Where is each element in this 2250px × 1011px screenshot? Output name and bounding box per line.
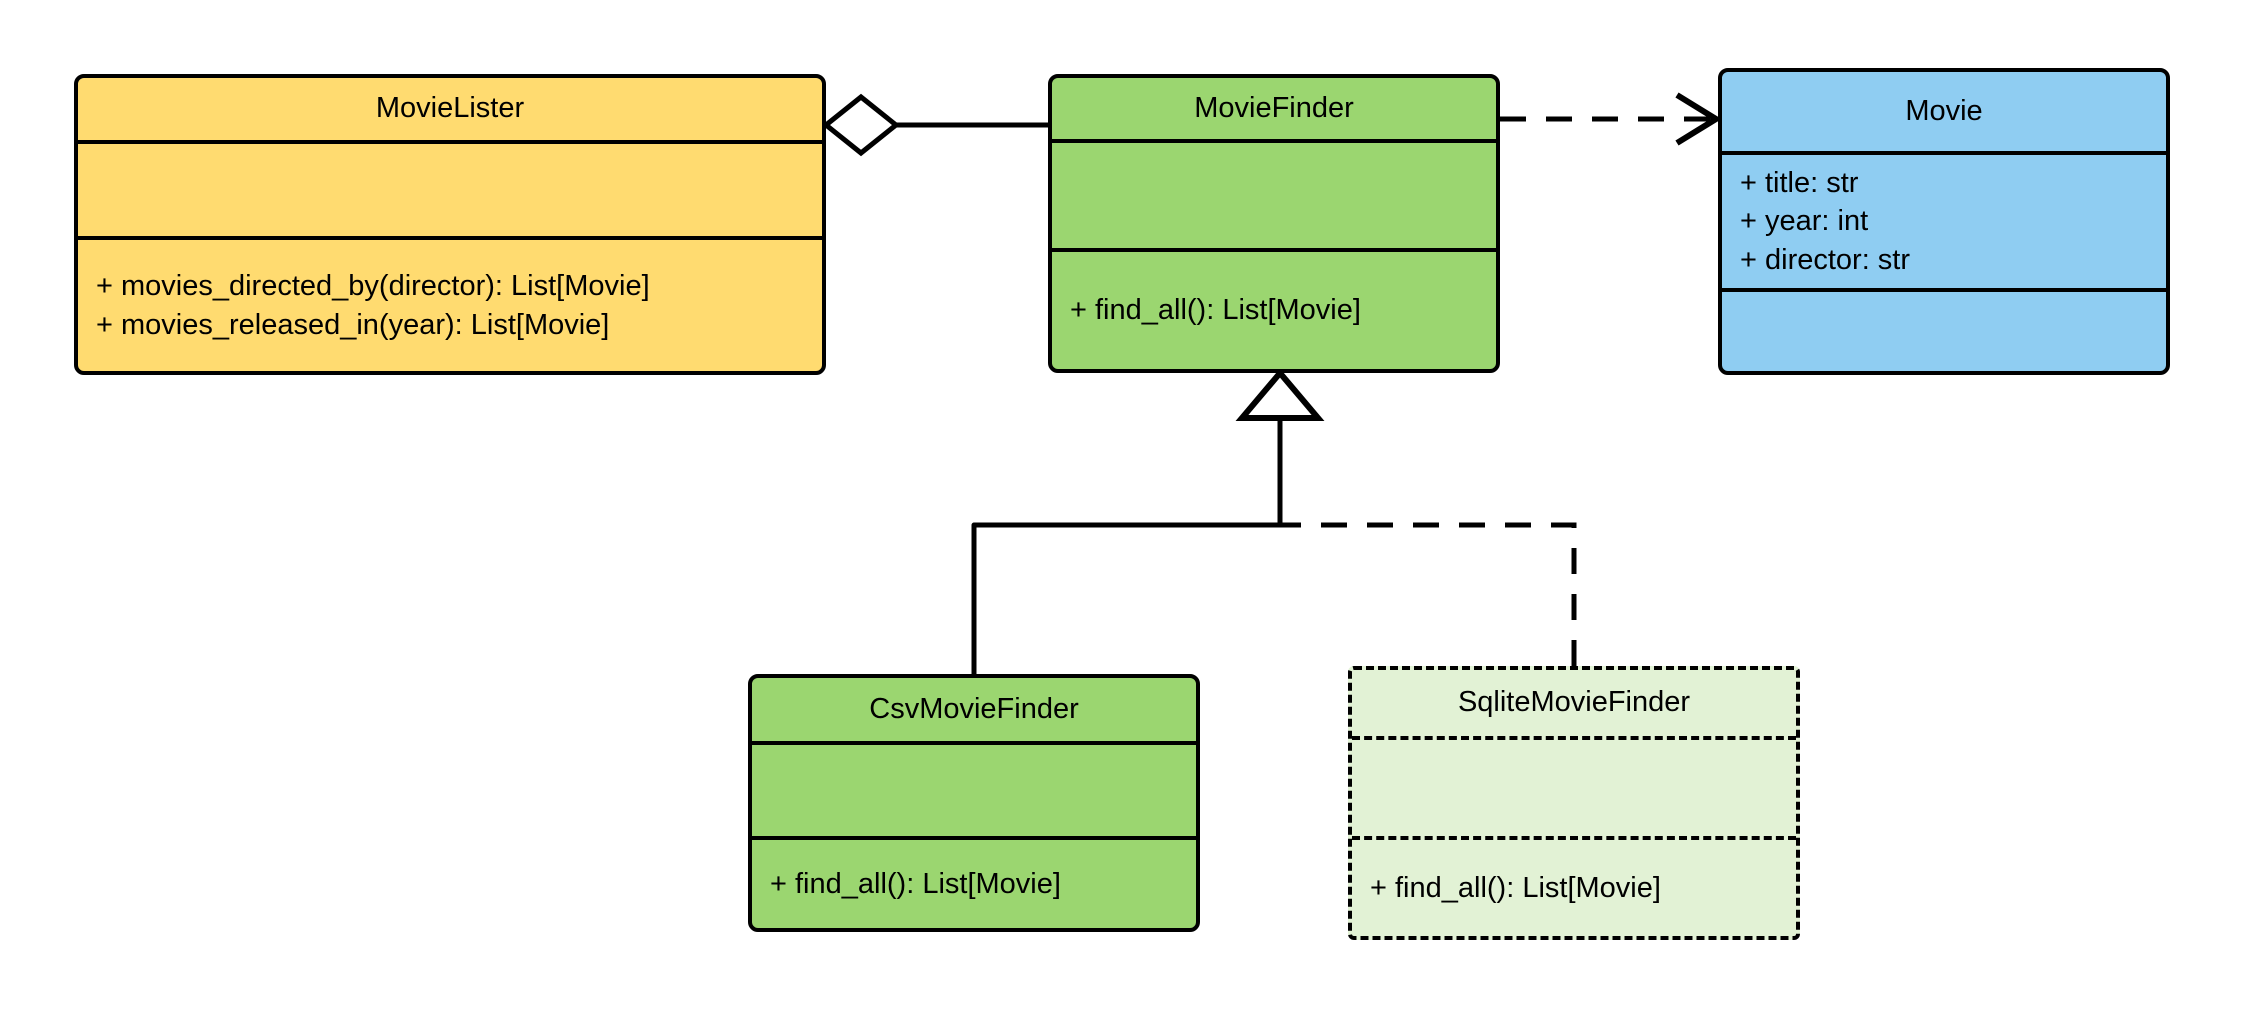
uml-class-sqlitemoviefinder[interactable]: SqliteMovieFinder + find_all(): List[Mov… [1348,666,1800,940]
class-name-compartment: SqliteMovieFinder [1352,670,1796,740]
class-attributes-compartment [1352,740,1796,840]
class-attributes-compartment: + title: str + year: int + director: str [1722,155,2166,292]
class-attributes-compartment [752,745,1196,840]
class-attribute: + title: str [1740,167,1859,200]
uml-class-movielister[interactable]: MovieLister + movies_directed_by(directo… [74,74,826,375]
class-operation: + find_all(): List[Movie] [1070,294,1361,327]
uml-class-csvmoviefinder[interactable]: CsvMovieFinder + find_all(): List[Movie] [748,674,1200,932]
class-attribute: + director: str [1740,243,1911,276]
class-operation: + find_all(): List[Movie] [1370,871,1661,904]
class-attributes-compartment [1052,143,1496,252]
generalization-line-sqlite [1280,522,1577,666]
class-name-compartment: MovieLister [78,78,822,144]
class-name-label: MovieFinder [1194,91,1354,124]
class-name-compartment: Movie [1722,72,2166,155]
uml-class-movie[interactable]: Movie + title: str + year: int + directo… [1718,68,2170,375]
dependency-moviefinder-movie [1500,92,1722,146]
class-operations-compartment: + movies_directed_by(director): List[Mov… [78,240,822,371]
class-name-label: CsvMovieFinder [869,692,1079,725]
class-name-label: MovieLister [375,92,525,125]
uml-class-moviefinder[interactable]: MovieFinder + find_all(): List[Movie] [1048,74,1500,373]
class-operations-compartment [1722,292,2166,371]
class-name-label: SqliteMovieFinder [1457,686,1691,719]
class-attributes-compartment [78,144,822,240]
class-attribute: + year: int [1740,205,1869,238]
class-name-compartment: CsvMovieFinder [752,678,1196,745]
class-operation: + movies_directed_by(director): List[Mov… [96,270,650,303]
hollow-diamond-marker [821,93,901,157]
inheritance-csvmoviefinder-moviefinder [971,418,1283,674]
generalization-line-csv [971,418,1283,674]
class-name-label: Movie [1905,94,1983,127]
inheritance-sqlitemoviefinder-moviefinder [1280,522,1577,666]
aggregation-movielister-moviefinder [821,93,1048,157]
class-operations-compartment: + find_all(): List[Movie] [752,840,1196,928]
hollow-triangle-marker [1235,368,1325,421]
class-name-compartment: MovieFinder [1052,78,1496,143]
class-operations-compartment: + find_all(): List[Movie] [1052,252,1496,369]
open-arrow-marker [1675,92,1722,146]
class-operation: + find_all(): List[Movie] [770,867,1061,900]
class-operation: + movies_released_in(year): List[Movie] [96,308,610,341]
class-operations-compartment: + find_all(): List[Movie] [1352,840,1796,936]
